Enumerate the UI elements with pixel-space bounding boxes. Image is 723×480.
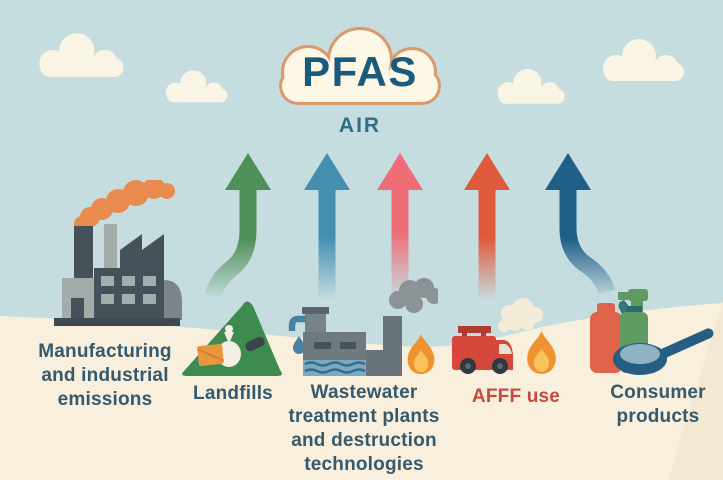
source-label-manufacturing: Manufacturing and industrial emissions	[38, 341, 172, 410]
cloud-icon	[603, 39, 684, 81]
source-label-landfills: Landfills	[193, 383, 273, 404]
source-label-afff-use: AFFF use	[471, 386, 561, 407]
foam-spray	[498, 298, 543, 332]
green-up-arrow-icon	[204, 153, 271, 299]
cloud-icon	[497, 68, 565, 104]
consumer-products-icon	[590, 289, 714, 375]
plant-smoke	[389, 278, 438, 313]
waste-box	[196, 343, 225, 367]
fire-truck-icon	[452, 298, 543, 374]
pfas-title-cloud: PFAS	[256, 24, 464, 110]
air-label: AIR	[338, 114, 382, 137]
cloud-icon	[165, 70, 228, 103]
outlined-cloud-icon	[279, 27, 441, 105]
flame-icon	[407, 334, 435, 374]
faucet-pipe	[288, 315, 306, 331]
flame-icon	[527, 331, 556, 374]
pink-up-arrow-icon	[377, 153, 423, 300]
wastewater-plant-icon	[288, 278, 438, 376]
orange-up-arrow-icon	[464, 153, 510, 300]
teal-up-arrow-icon	[304, 153, 350, 300]
cloud-icon	[39, 33, 124, 77]
factory-smoke	[74, 180, 175, 232]
water-drop-icon	[293, 336, 305, 354]
frying-pan	[613, 328, 714, 375]
landfill-icon	[182, 301, 282, 376]
source-label-consumer-products: Consumer products	[610, 382, 706, 427]
source-label-wastewater: Wastewater treatment plants and destruct…	[288, 382, 440, 475]
hill-shade	[668, 300, 723, 480]
pfas-title: PFAS	[302, 48, 418, 95]
tire	[245, 336, 265, 352]
factory-icon	[54, 180, 182, 326]
navy-up-arrow-icon	[545, 153, 616, 295]
windshield	[499, 344, 512, 354]
